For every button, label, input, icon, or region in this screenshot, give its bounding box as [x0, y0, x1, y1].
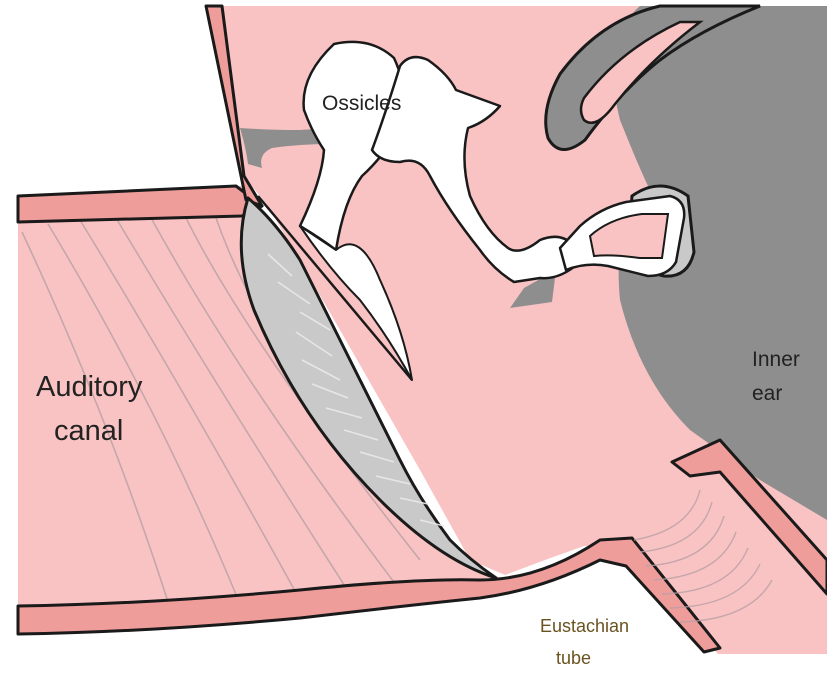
label-inner-line2: ear	[752, 382, 782, 405]
canal-upper-wall	[18, 186, 262, 222]
label-ossicles: Ossicles	[322, 92, 401, 115]
label-auditory-line1: Auditory	[36, 371, 143, 403]
label-inner-line1: Inner	[752, 348, 800, 371]
label-auditory-line2: canal	[54, 415, 123, 447]
label-eustachian-line1: Eustachian	[540, 616, 629, 636]
label-eustachian-line2: tube	[556, 648, 591, 668]
